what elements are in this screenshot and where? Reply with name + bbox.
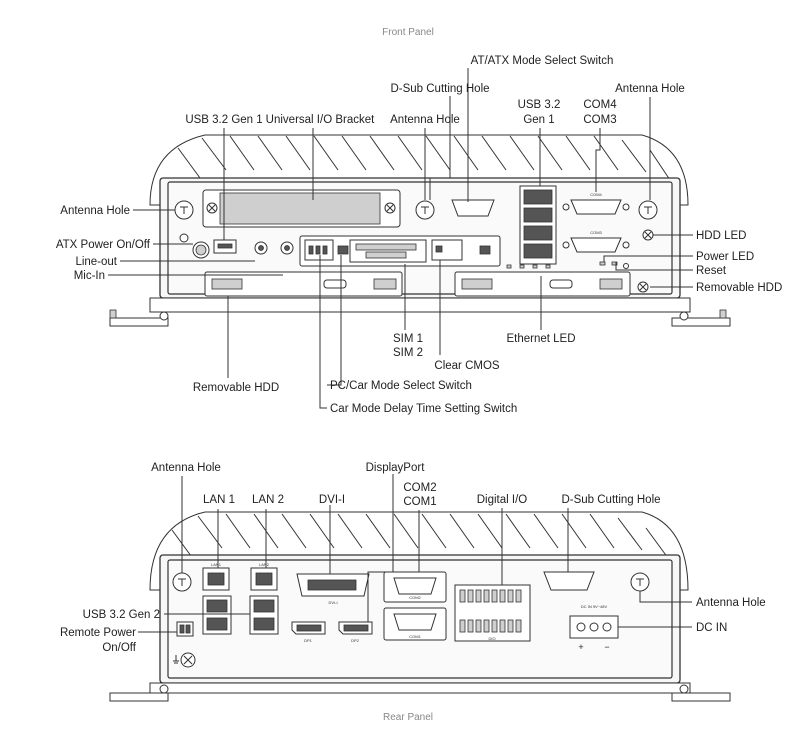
- com3-port: COM3: [562, 230, 630, 253]
- dvi-port: DVI-I: [296, 573, 370, 605]
- universal-io-bracket: [202, 189, 401, 228]
- rear-panel-caption: Rear Panel: [383, 712, 433, 723]
- removable-hdd-left-tray: [204, 271, 403, 297]
- label-front-dsub-cutting-hole: D-Sub Cutting Hole: [390, 83, 489, 95]
- com2-port-text: COM2: [409, 595, 421, 600]
- label-remote-power-line1: Remote Power: [60, 627, 136, 639]
- label-usb32-gen2: USB 3.2 Gen 2: [83, 609, 160, 621]
- label-com4: COM4: [583, 99, 617, 111]
- antenna-hole-mid-icon: [415, 200, 435, 220]
- label-line-out: Line-out: [75, 256, 117, 268]
- line-out-jack-icon: [254, 241, 268, 255]
- label-sim2: SIM 2: [393, 347, 423, 359]
- label-rear-dsub-cutting-hole: D-Sub Cutting Hole: [561, 494, 660, 506]
- front-screw-right: [637, 229, 654, 293]
- label-universal-io-bracket: Universal I/O Bracket: [266, 114, 375, 126]
- label-rear-antenna-hole-left: Antenna Hole: [151, 462, 221, 474]
- label-front-removable-hdd-right: Removable HDD: [696, 282, 782, 294]
- dvi-port-text: DVI-I: [328, 600, 337, 605]
- dc-in-header-text: DC IN 9V~48V: [581, 604, 608, 609]
- label-front-usb32-gen1: USB 3.2 Gen 1: [185, 114, 262, 126]
- front-labels: AT/ATX Mode Select Switch D-Sub Cutting …: [56, 55, 782, 415]
- com2-port: COM2: [383, 571, 447, 603]
- mic-in-jack-icon: [280, 241, 294, 255]
- label-remote-power-line2: On/Off: [102, 642, 136, 654]
- antenna-hole-left-icon: [174, 200, 194, 220]
- label-displayport: DisplayPort: [366, 462, 426, 474]
- label-dc-in: DC IN: [696, 622, 727, 634]
- label-com2: COM2: [403, 482, 436, 494]
- label-sim1: SIM 1: [393, 333, 423, 345]
- front-panel-caption: Front Panel: [382, 27, 434, 38]
- dp1-port-text: DP1: [304, 638, 313, 643]
- lan1-port-text: LAN1: [211, 562, 222, 567]
- com4-port: COM4: [562, 192, 630, 215]
- sim-switch-module: [299, 235, 501, 267]
- remote-power-connector: [176, 621, 194, 637]
- label-com1: COM1: [403, 496, 436, 508]
- label-front-antenna-hole-right: Antenna Hole: [615, 83, 685, 95]
- label-at-atx-switch: AT/ATX Mode Select Switch: [471, 55, 614, 67]
- label-lan2: LAN 2: [252, 494, 284, 506]
- rear-leader-lines: [138, 474, 692, 633]
- label-com3: COM3: [583, 114, 616, 126]
- digital-io-terminal: DIO: [454, 584, 531, 642]
- lan1-port: LAN1: [202, 562, 230, 591]
- com1-port: COM1: [383, 607, 447, 641]
- usb32-gen1-stack: [519, 185, 557, 265]
- rear-chassis: LAN1 LAN2 DVI-I: [109, 511, 731, 702]
- label-digital-io: Digital I/O: [477, 494, 528, 506]
- label-pc-car-switch: PC/Car Mode Select Switch: [330, 380, 472, 392]
- lan2-port: LAN2: [250, 562, 278, 591]
- com4-port-text: COM4: [590, 192, 602, 197]
- front-usb32-gen1-port: [213, 239, 237, 254]
- dp2-port: DP2: [338, 621, 373, 643]
- label-front-antenna-hole-mid: Antenna Hole: [390, 114, 460, 126]
- label-reset: Reset: [696, 265, 727, 277]
- label-front-antenna-hole-left: Antenna Hole: [60, 205, 130, 217]
- label-clear-cmos: Clear CMOS: [434, 360, 500, 372]
- label-usb32-gen1-line1: USB 3.2: [518, 99, 561, 111]
- label-front-removable-hdd-left: Removable HDD: [193, 382, 279, 394]
- rear-antenna-hole-left-icon: [172, 572, 192, 592]
- label-usb32-gen1-line2: Gen 1: [523, 114, 554, 126]
- dc-minus-text: −: [604, 642, 609, 652]
- atx-power-button-icon[interactable]: [192, 241, 210, 259]
- label-ethernet-led: Ethernet LED: [506, 333, 575, 345]
- label-dvi: DVI-I: [319, 494, 345, 506]
- dp1-port: DP1: [291, 621, 326, 643]
- status-leds: [599, 261, 629, 269]
- removable-hdd-right-tray: [454, 271, 631, 297]
- rear-feet: [109, 684, 731, 702]
- label-mic-in: Mic-In: [74, 270, 105, 282]
- front-feet: [109, 309, 731, 327]
- com3-port-text: COM3: [590, 230, 602, 235]
- ground-screw-icon: [173, 652, 196, 668]
- label-atx-power: ATX Power On/Off: [56, 239, 151, 251]
- label-power-led: Power LED: [696, 251, 754, 263]
- front-leader-lines: [108, 68, 693, 409]
- rear-dsub-cutting-hole: [543, 571, 595, 591]
- front-dsub-cutting-hole: [451, 199, 495, 217]
- dc-plus-text: +: [578, 642, 583, 652]
- rear-antenna-hole-right-icon: [630, 572, 650, 592]
- com1-port-text: COM1: [409, 634, 421, 639]
- lan2-port-text: LAN2: [259, 562, 270, 567]
- label-lan1: LAN 1: [203, 494, 235, 506]
- antenna-hole-right-icon: [638, 200, 658, 220]
- label-car-delay-switch: Car Mode Delay Time Setting Switch: [330, 403, 517, 415]
- front-chassis: Lan1 Act1 Lan2 Act2 COM4 COM3: [109, 134, 731, 327]
- dp2-port-text: DP2: [351, 638, 360, 643]
- label-hdd-led: HDD LED: [696, 230, 746, 242]
- rear-labels: Antenna Hole DisplayPort LAN 1 LAN 2 DVI…: [60, 462, 766, 654]
- digital-io-pins: [459, 589, 522, 633]
- usb32-gen2-ports: [202, 595, 279, 635]
- dio-port-text: DIO: [488, 636, 495, 641]
- label-rear-antenna-hole-right: Antenna Hole: [696, 597, 766, 609]
